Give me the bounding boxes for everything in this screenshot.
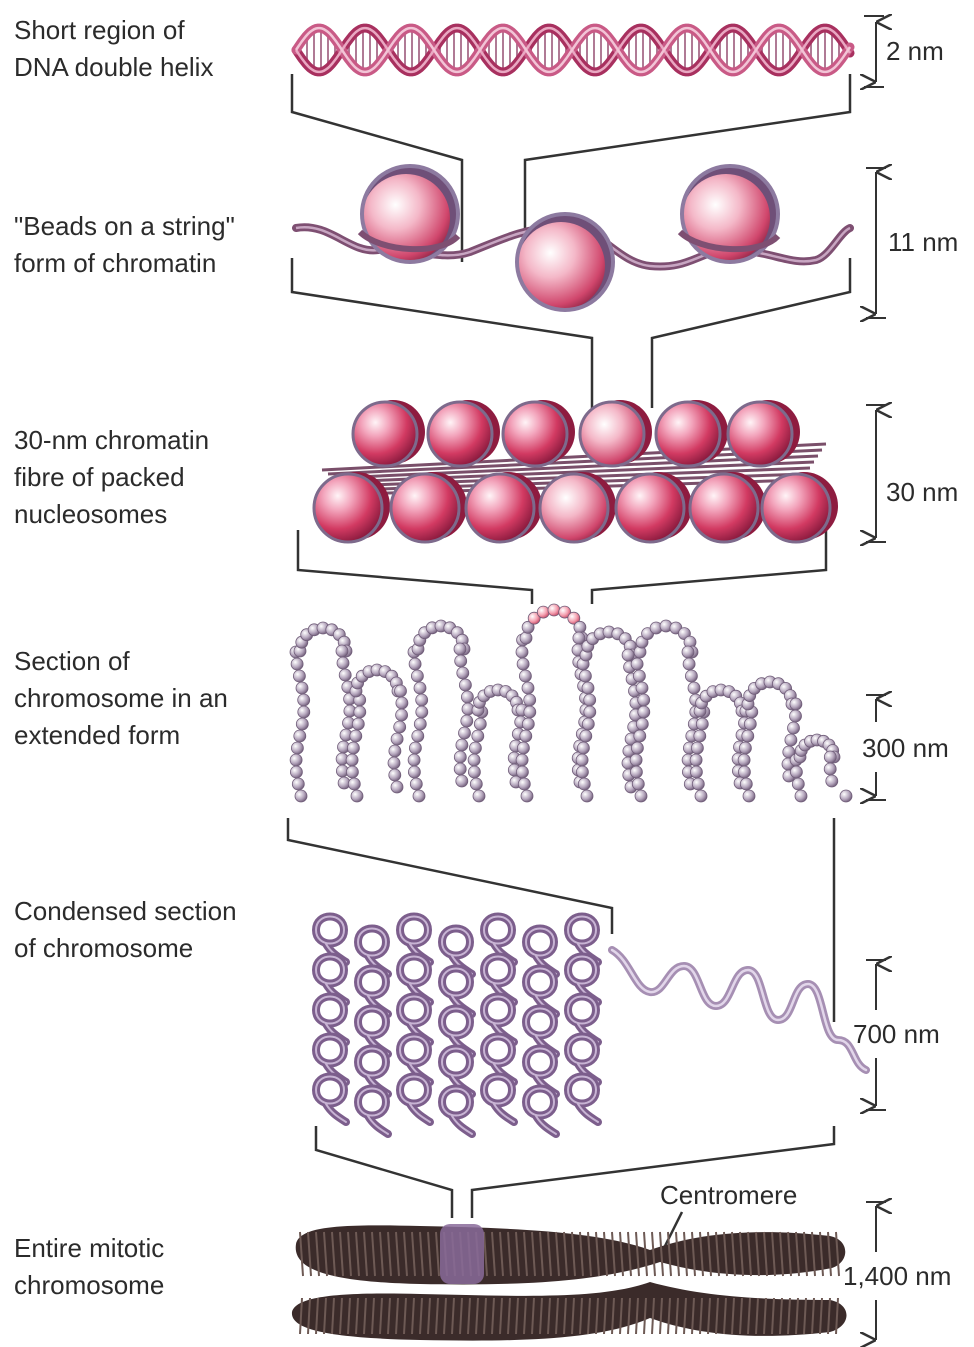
chromatid-top — [296, 1225, 846, 1284]
dna-double-helix — [296, 28, 850, 72]
extended-chromosome-loops — [290, 604, 852, 802]
beads-on-a-string — [296, 166, 850, 310]
condensed-chromosome-section — [316, 917, 866, 1135]
highlight-region — [440, 1224, 484, 1284]
dimension-markers — [864, 16, 886, 1340]
nucleosome-bead-2 — [517, 214, 613, 310]
30nm-chromatin-fibre — [314, 400, 838, 542]
mitotic-chromosome — [292, 1224, 847, 1341]
